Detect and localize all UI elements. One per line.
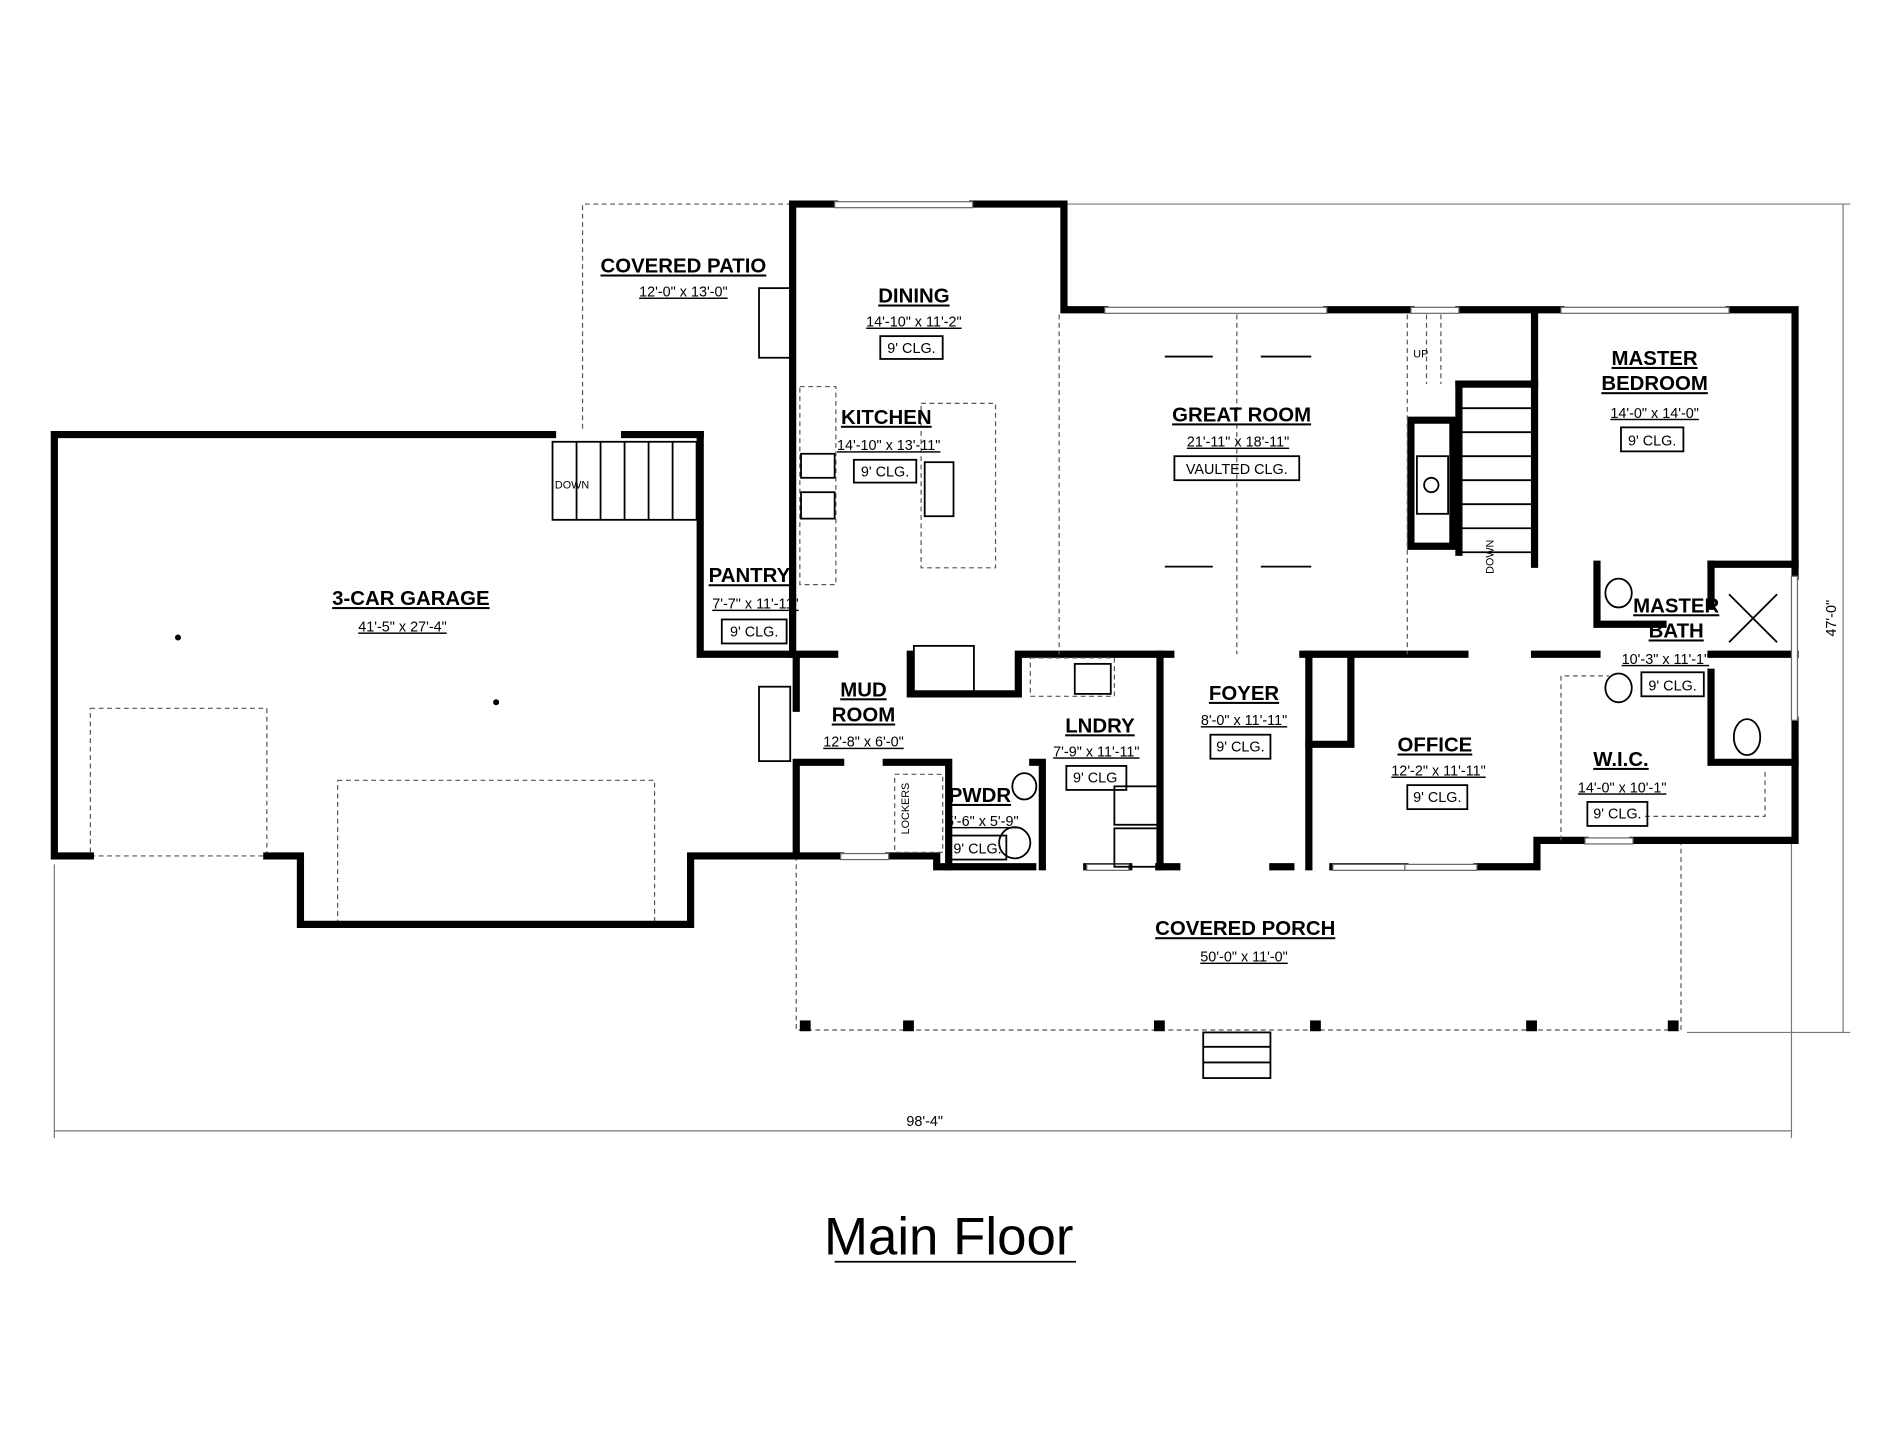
toilet [1732, 718, 1762, 757]
stair-up-label: UP [1413, 349, 1428, 361]
laundry-sink [1073, 662, 1112, 695]
svg-text:PANTRY: PANTRY [709, 565, 791, 587]
svg-text:7'-7" x 11'-11": 7'-7" x 11'-11" [712, 597, 798, 613]
kitchen-sink [923, 461, 955, 518]
covered-patio-outline [581, 203, 793, 429]
svg-text:3-CAR GARAGE: 3-CAR GARAGE [332, 588, 489, 610]
main-stair [1425, 314, 1533, 554]
svg-text:COVERED PORCH: COVERED PORCH [1155, 918, 1335, 940]
kitchen-island [920, 402, 997, 569]
fireplace [1415, 455, 1450, 515]
overall-width-label: 98'-4" [906, 1114, 943, 1130]
room-foyer: FOYER 8'-0" x 11'-11" 9' CLG. [1201, 683, 1287, 760]
dimension-lines [53, 203, 1851, 1139]
svg-text:12'-8" x 6'-0": 12'-8" x 6'-0" [823, 735, 904, 751]
room-laundry: LNDRY 7'-9" x 11'-11" 9' CLG [1053, 715, 1140, 791]
svg-text:10'-3" x 11'-1": 10'-3" x 11'-1" [1622, 652, 1709, 668]
room-garage: 3-CAR GARAGE 41'-5" x 27'-4" [332, 588, 489, 635]
svg-text:5'-6" x 5'-9": 5'-6" x 5'-9" [946, 814, 1019, 830]
room-dining: DINING 14'-10" x 11'-2" 9' CLG. [866, 286, 962, 360]
svg-text:ROOM: ROOM [832, 705, 895, 727]
svg-text:9' CLG.: 9' CLG. [1593, 807, 1641, 823]
svg-text:9' CLG.: 9' CLG. [1216, 740, 1264, 756]
svg-text:BEDROOM: BEDROOM [1601, 373, 1707, 395]
interior-details [551, 314, 1778, 868]
porch-steps [1202, 1031, 1272, 1079]
dryer [1113, 827, 1159, 868]
room-wic: W.I.C. 14'-0" x 10'-1" 9' CLG. [1578, 749, 1667, 827]
windows [834, 201, 1799, 871]
vanity-sink-1 [1604, 577, 1633, 609]
vanity-sink-2 [1604, 672, 1633, 704]
svg-text:KITCHEN: KITCHEN [841, 407, 932, 429]
room-office: OFFICE 12'-2" x 11'-11" 9' CLG. [1391, 735, 1486, 811]
room-pantry: PANTRY 7'-7" x 11'-11" 9' CLG. [709, 565, 799, 645]
svg-text:COVERED PATIO: COVERED PATIO [600, 256, 766, 278]
great-room-arrows [1164, 355, 1312, 568]
svg-text:9' CLG.: 9' CLG. [1628, 433, 1676, 449]
svg-text:LNDRY: LNDRY [1065, 715, 1135, 737]
range-icon [800, 452, 836, 479]
svg-text:14'-0" x 14'-0": 14'-0" x 14'-0" [1610, 406, 1699, 422]
svg-text:9' CLG.: 9' CLG. [953, 842, 1001, 858]
room-covered-patio: COVERED PATIO 12'-0" x 13'-0" [600, 256, 766, 301]
svg-text:FOYER: FOYER [1209, 683, 1280, 705]
svg-text:9' CLG: 9' CLG [1073, 771, 1117, 787]
room-great-room: GREAT ROOM 21'-11" x 18'-11" VAULTED CLG… [1172, 404, 1311, 482]
svg-text:PWDR: PWDR [949, 785, 1012, 807]
svg-text:9' CLG.: 9' CLG. [887, 341, 935, 357]
washer [1113, 785, 1159, 826]
lockers [894, 773, 944, 853]
svg-text:50'-0" x 11'-0": 50'-0" x 11'-0" [1200, 950, 1287, 966]
garage-stair-label: DOWN [555, 480, 589, 492]
svg-text:7'-9" x 11'-11": 7'-9" x 11'-11" [1053, 744, 1139, 760]
svg-text:MASTER: MASTER [1612, 348, 1698, 370]
svg-text:14'-10" x 13'-11": 14'-10" x 13'-11" [837, 438, 940, 454]
svg-text:MUD: MUD [840, 679, 886, 701]
svg-text:14'-10" x 11'-2": 14'-10" x 11'-2" [866, 315, 961, 331]
powder-toilet [998, 826, 1032, 860]
covered-porch-outline [795, 840, 1682, 1079]
room-master-bath: MASTER BATH 10'-3" x 11'-1" 9' CLG. [1622, 595, 1720, 698]
svg-text:DINING: DINING [878, 286, 949, 308]
svg-text:OFFICE: OFFICE [1398, 735, 1473, 757]
plan-title: Main Floor [824, 1208, 1073, 1267]
svg-text:12'-2" x 11'-11": 12'-2" x 11'-11" [1391, 764, 1485, 780]
overall-depth-label: 47'-0" [1824, 600, 1840, 637]
walls [50, 200, 1799, 928]
svg-text:12'-0" x 13'-0": 12'-0" x 13'-0" [639, 285, 728, 301]
svg-text:W.I.C.: W.I.C. [1593, 749, 1649, 771]
room-kitchen: KITCHEN 14'-10" x 13'-11" 9' CLG. [837, 407, 940, 484]
svg-text:MASTER: MASTER [1633, 595, 1719, 617]
svg-text:9' CLG.: 9' CLG. [1648, 678, 1696, 694]
svg-text:21'-11" x 18'-11": 21'-11" x 18'-11" [1187, 435, 1289, 451]
svg-text:VAULTED CLG.: VAULTED CLG. [1186, 462, 1288, 478]
room-covered-porch: COVERED PORCH 50'-0" x 11'-0" [1155, 918, 1335, 965]
svg-text:9' CLG.: 9' CLG. [730, 624, 778, 640]
svg-text:BATH: BATH [1649, 620, 1704, 642]
powder-sink [1011, 772, 1038, 801]
lockers-label: LOCKERS [900, 783, 912, 835]
garage-doors [89, 634, 656, 923]
garage-stair [551, 440, 698, 521]
svg-text:9' CLG.: 9' CLG. [1413, 790, 1461, 806]
svg-text:GREAT ROOM: GREAT ROOM [1172, 404, 1311, 426]
room-master-bedroom: MASTER BEDROOM 14'-0" x 14'-0" 9' CLG. [1601, 348, 1708, 453]
stair-down-label: DOWN [1485, 540, 1497, 574]
svg-text:8'-0" x 11'-11": 8'-0" x 11'-11" [1201, 713, 1287, 729]
svg-text:9' CLG.: 9' CLG. [861, 465, 909, 481]
room-powder: PWDR 5'-6" x 5'-9" 9' CLG. [946, 785, 1019, 861]
room-mud-room: MUD ROOM 12'-8" x 6'-0" [823, 679, 904, 750]
svg-text:14'-0" x 10'-1": 14'-0" x 10'-1" [1578, 780, 1667, 796]
svg-text:41'-5" x 27'-4": 41'-5" x 27'-4" [358, 619, 447, 635]
